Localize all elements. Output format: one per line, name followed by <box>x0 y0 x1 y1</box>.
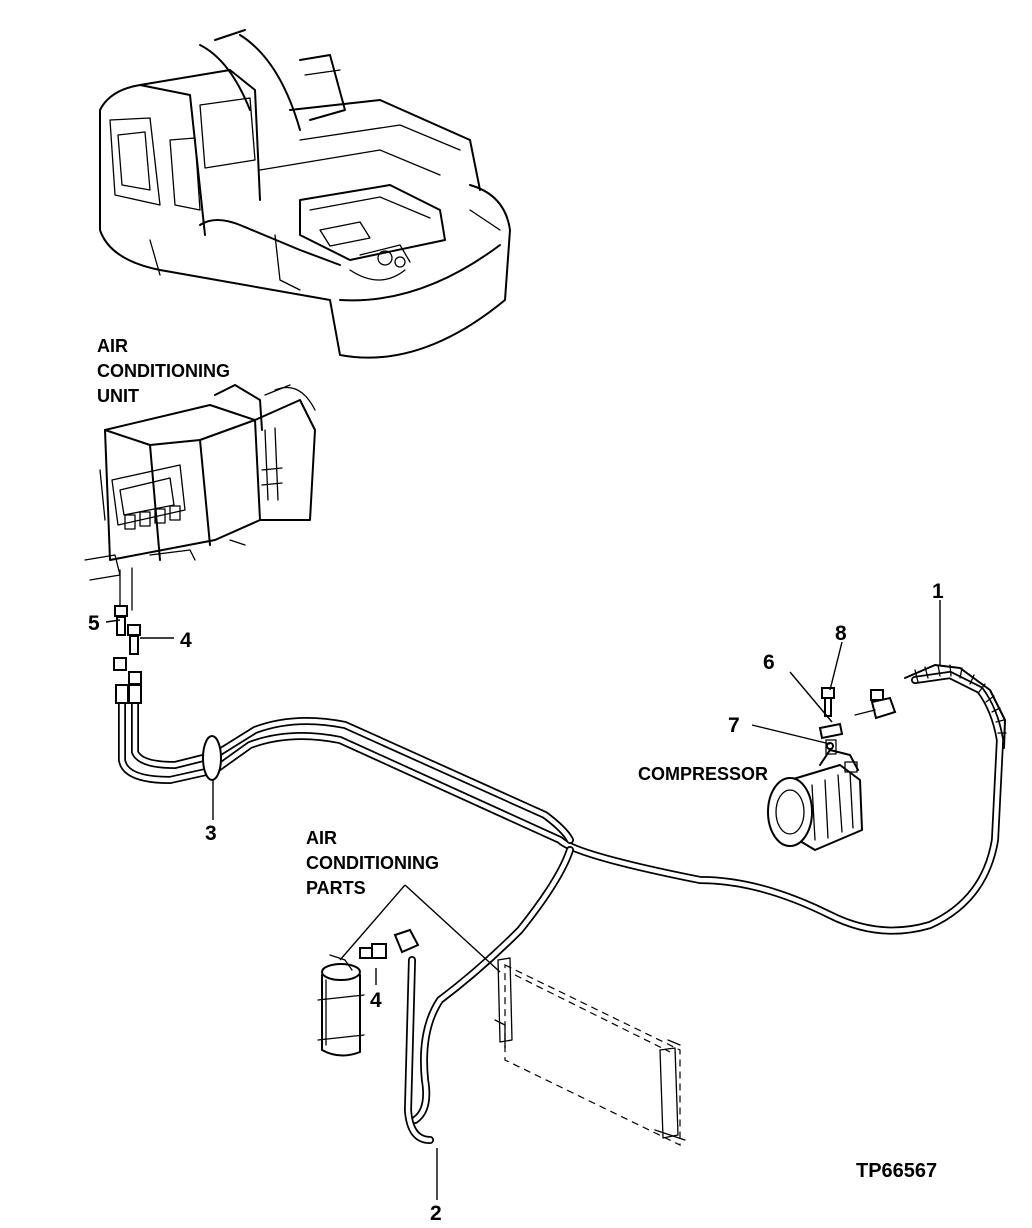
o-ring-icon <box>359 947 373 959</box>
callout-4-upper: 4 <box>180 629 192 652</box>
hose-elbow-icon <box>393 928 420 954</box>
compressor-fittings <box>818 687 897 750</box>
nut-icon <box>128 671 142 685</box>
fitting-nut-icon <box>870 689 884 701</box>
ac-unit-label-line: CONDITIONING <box>97 361 230 381</box>
compressor-illustration <box>767 739 863 851</box>
fitting-icon <box>371 943 387 959</box>
callout-6: 6 <box>763 651 775 674</box>
condenser-illustration <box>494 957 686 1146</box>
hose-end-fitting-icon <box>115 684 129 704</box>
nut-icon <box>113 657 127 671</box>
ac-unit-label-line: AIR <box>97 336 128 356</box>
fitting-icon <box>129 635 139 655</box>
ac-parts-label-line: AIR <box>306 828 337 848</box>
callout-2: 2 <box>430 1202 442 1225</box>
washer-icon <box>818 722 844 740</box>
fitting-icon <box>116 616 126 636</box>
ac-parts-label-line: PARTS <box>306 878 366 898</box>
ac-unit-label: AIR CONDITIONING UNIT <box>97 336 235 406</box>
hose-fittings-upper <box>113 605 142 704</box>
bolt-icon <box>824 697 832 717</box>
hose-clamp-icon <box>202 735 222 781</box>
callout-4-lower: 4 <box>370 989 382 1012</box>
leader-lines <box>105 600 941 1200</box>
o-ring-icon <box>127 624 141 636</box>
o-ring-icon <box>826 742 834 750</box>
ac-parts-label: AIR CONDITIONING PARTS <box>306 828 444 898</box>
hose-assembly-3 <box>118 664 1007 1144</box>
figure-id-label: TP66567 <box>856 1160 937 1182</box>
callout-5: 5 <box>88 612 100 635</box>
callout-7: 7 <box>728 714 740 737</box>
callout-1: 1 <box>932 580 944 603</box>
callout-3: 3 <box>205 822 217 845</box>
bolt-head-icon <box>821 687 835 699</box>
callout-8: 8 <box>835 622 847 645</box>
receiver-drier-illustration <box>317 954 365 1057</box>
ac-parts-label-line: CONDITIONING <box>306 853 439 873</box>
air-conditioning-unit-illustration <box>84 384 316 581</box>
hose-end-fitting-icon <box>870 696 897 720</box>
o-ring-icon <box>114 605 128 617</box>
ac-unit-label-line: UNIT <box>97 386 139 406</box>
compressor-label: COMPRESSOR <box>638 764 768 784</box>
hose-end-fitting-icon <box>128 684 142 704</box>
excavator-illustration <box>99 29 511 359</box>
